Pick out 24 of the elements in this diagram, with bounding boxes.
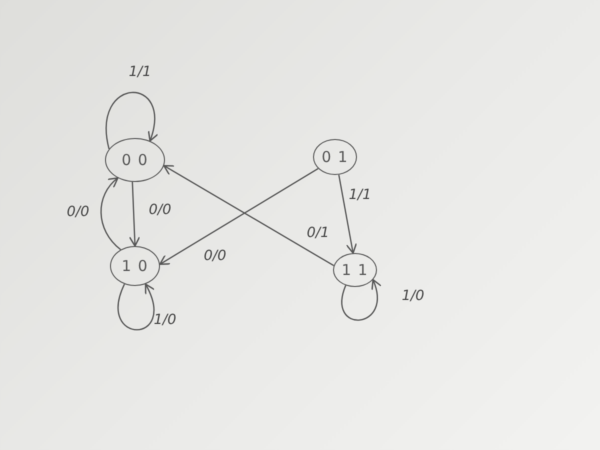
state-circle [105,138,165,182]
arrow [341,279,382,321]
arrow [163,165,334,266]
state-circle [333,253,377,287]
state-label: 1 0 [122,257,148,275]
edge-label: 1/0 [152,312,178,328]
edge-label: 1/0 [400,288,426,304]
edge-label: 1/1 [128,64,152,80]
state-circle [313,139,357,175]
state-label: 0 0 [122,151,148,169]
arrow [159,168,318,265]
state-label: 0 1 [322,148,348,166]
edge-label: 1/1 [348,187,372,203]
edge-label: 0/0 [148,202,172,218]
edge-label: 0/1 [306,225,330,241]
edge-label: 0/0 [202,248,228,264]
edge-label: 0/0 [66,204,90,220]
arrow [118,283,155,330]
state-label: 1 1 [342,261,368,279]
arrow [100,177,122,250]
arrow [338,174,358,254]
arrow [106,92,158,150]
arrow [128,182,140,247]
state-circle [110,246,160,286]
